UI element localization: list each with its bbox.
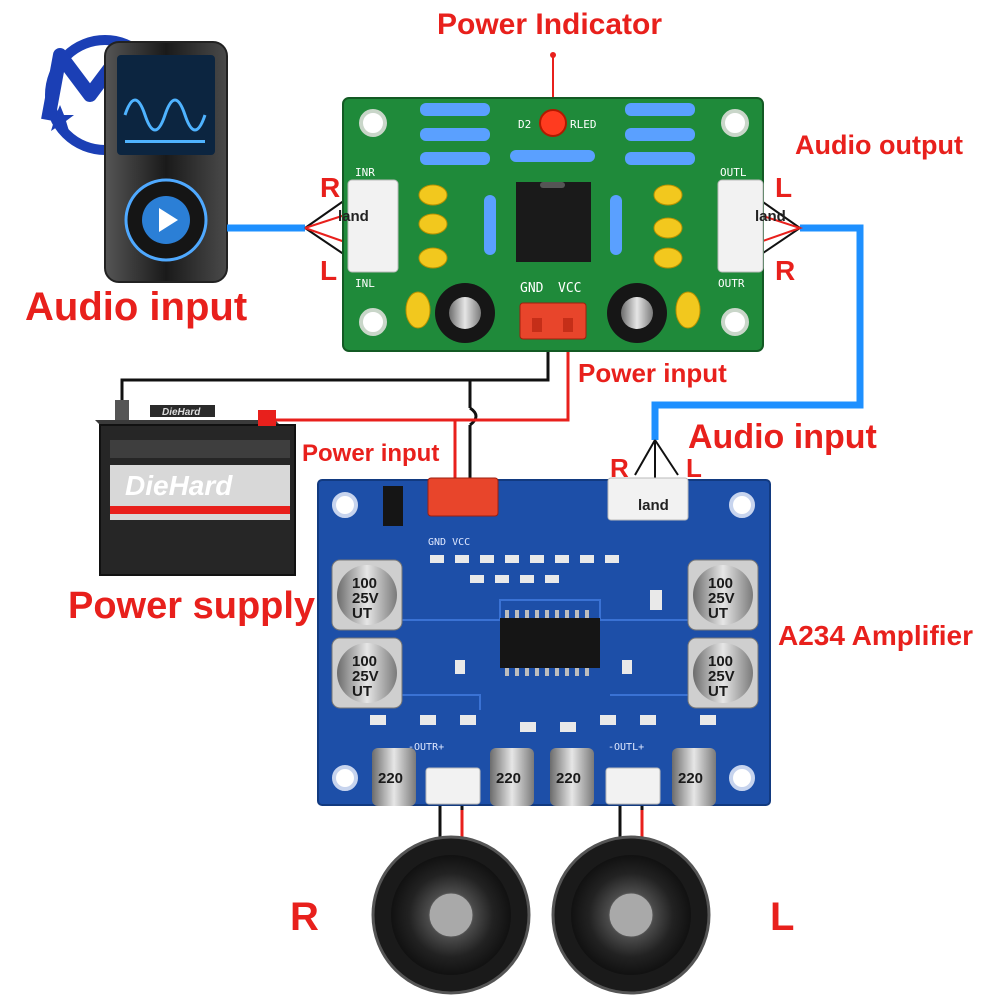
silk-vcc: VCC [558,281,581,296]
power-input-label-preamp: Power input [578,358,727,388]
speaker-left-label: L [770,895,795,939]
silk-outl: OUTL [720,166,747,179]
speaker-dust-cap-icon [428,892,474,938]
audio-output-label: Audio output [795,130,963,160]
amplifier-label: A234 Amplifier [778,620,974,651]
power-supply-label: Power supply [68,585,316,627]
amp-audio-connector [607,477,689,521]
battery-brand: DieHard [125,470,233,501]
audio-input-label-amp: Audio input [688,418,877,456]
op-amp-chip [516,182,591,262]
cap220-3: 220 [556,770,581,787]
speaker-dust-cap-icon [608,892,654,938]
output-connector [717,179,764,273]
electrolytic-capacitors [435,283,667,343]
silk-inr: INR [355,166,375,179]
output-capacitors [372,748,716,806]
speaker-left [551,835,711,995]
power-led-icon [539,109,567,137]
output-land-label: land [755,208,786,225]
smd-components [370,555,716,732]
player-screen [117,55,215,155]
battery-top-brand: DieHard [162,407,201,418]
silk-outl: -OUTL+ [608,742,644,753]
logo-star-icon [46,105,74,131]
amplifier-board: GND VCC [317,477,771,806]
waveform-icon [123,98,207,132]
output-l-label: L [775,172,793,203]
amp-r-label: R [610,453,629,483]
amp-power-connector [427,477,499,517]
speaker-right-label: R [290,895,319,939]
right-speaker-connector [425,767,481,805]
cap220-4: 220 [678,770,703,787]
silk-d2: D2 [518,118,531,131]
cap220-2: 220 [496,770,521,787]
left-speaker-connector [605,767,661,805]
car-battery: DieHard DieHard [95,400,296,576]
power-input-label-amp: Power input [302,440,440,467]
input-connector [347,179,399,273]
diode [383,486,403,526]
input-r-label: R [320,172,341,203]
silk-inl: INL [355,277,375,290]
output-r-label: R [775,255,796,286]
power-connector [519,302,587,340]
negative-terminal [115,400,129,420]
mp3-player [104,41,228,283]
resistors [420,103,695,255]
silk-gnd-vcc: GND VCC [428,537,470,548]
audio-input-label-left: Audio input [25,285,248,329]
silk-outr: -OUTR+ [408,742,444,753]
silk-gnd: GND [520,281,544,296]
silk-outr: OUTR [718,277,745,290]
amp-l-label: L [686,453,702,483]
power-indicator-label: Power Indicator [437,8,663,41]
cap220-1: 220 [378,770,403,787]
amp-land-label: land [638,497,669,514]
preamp-board: INR INL OUTL OUTR GND VCC D2 RLED [342,97,764,352]
speaker-right [371,835,531,995]
filter-capacitors [331,559,759,709]
ceramic-capacitors [405,184,701,329]
amplifier-chip [500,618,600,668]
amp-mounting-holes [332,492,755,791]
silk-rled: RLED [570,118,597,131]
input-land-label: land [338,208,369,225]
input-l-label: L [320,255,338,286]
mounting-holes [359,109,749,336]
positive-terminal [258,410,276,426]
